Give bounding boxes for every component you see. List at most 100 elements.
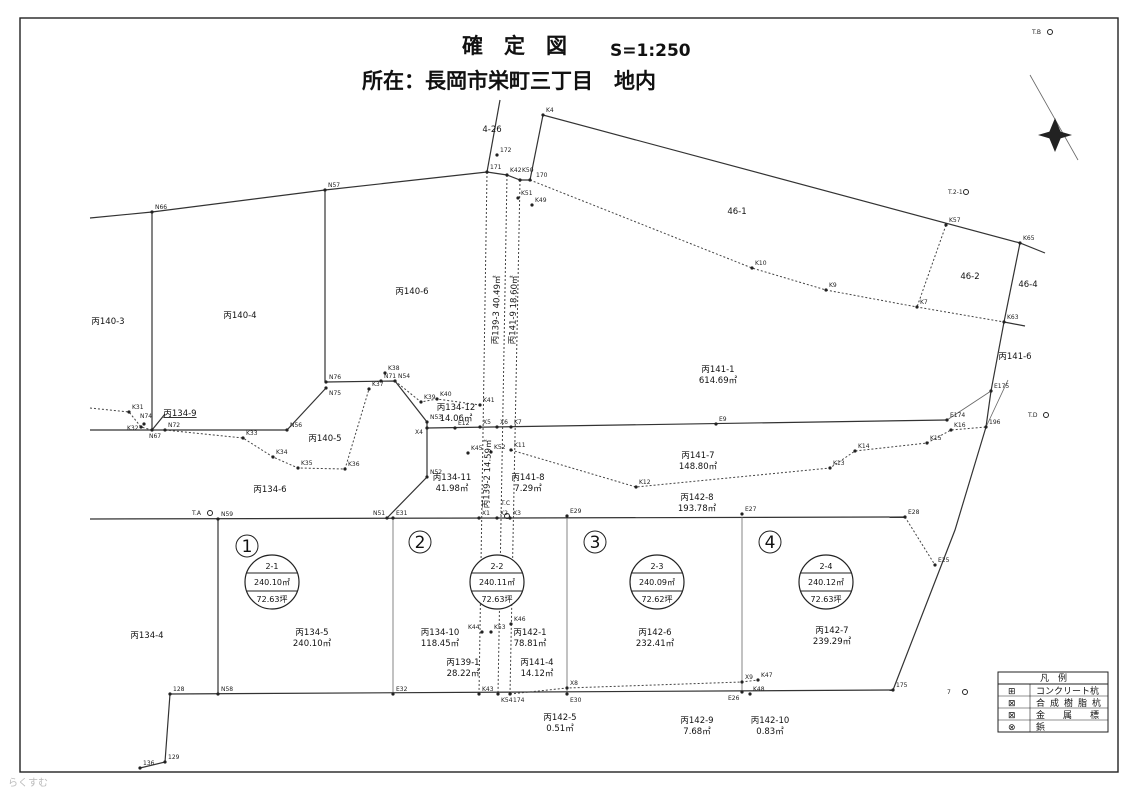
- survey-point: K63: [1002, 314, 1019, 324]
- survey-point-marker: [565, 686, 569, 690]
- watermark-logo: らくすむ: [8, 777, 48, 789]
- parcel-number: 丙142-1: [513, 628, 546, 638]
- survey-point-marker: [634, 485, 638, 489]
- parcel-label: 丙142-97.68㎡: [680, 716, 713, 737]
- survey-point-label: 172: [500, 147, 512, 154]
- parcel-number: 丙141-8: [511, 473, 544, 483]
- survey-point-marker: [241, 436, 245, 440]
- parcel-number: 丙142-7: [815, 626, 848, 636]
- survey-point-marker: [505, 173, 509, 177]
- survey-point: K34: [271, 449, 288, 459]
- control-point-label: T.B: [1031, 29, 1041, 36]
- survey-point: K41: [478, 397, 495, 407]
- parcel-area: 148.80㎡: [679, 462, 718, 472]
- lot-id: 2-4: [819, 562, 832, 571]
- map-frame: [19, 17, 1119, 773]
- lot-id: 2-1: [265, 562, 278, 571]
- parcel-label: 46-2: [960, 272, 979, 282]
- parcel-label: 4-26: [482, 125, 501, 135]
- survey-point: E27: [740, 506, 757, 516]
- survey-point-label: K15: [930, 435, 942, 442]
- survey-point: K39: [419, 394, 436, 404]
- survey-point-label: K9: [829, 282, 837, 289]
- parcel-number: 丙134-11: [433, 473, 472, 483]
- control-point-marker: T.B: [1031, 29, 1053, 36]
- control-point-marker: 7: [947, 689, 968, 696]
- control-point-label: T.C: [500, 500, 510, 507]
- survey-point: K45: [466, 445, 483, 455]
- survey-point-marker: [419, 400, 423, 404]
- survey-point-marker: [425, 420, 429, 424]
- survey-point-marker: [748, 692, 752, 696]
- parcel-number: 丙141-4: [520, 658, 553, 668]
- legend-symbol-rivet: ⊗: [1008, 723, 1016, 733]
- survey-point-marker: [824, 288, 828, 292]
- survey-point-label: K16: [954, 422, 966, 429]
- survey-point-label: K35: [301, 460, 313, 467]
- survey-point: E26: [728, 690, 744, 702]
- map-title: 確 定 図: [462, 34, 567, 58]
- survey-point-marker: [740, 512, 744, 516]
- survey-point-label: N75: [329, 390, 341, 397]
- lot-number: 1: [242, 537, 253, 557]
- survey-point: 174: [508, 692, 525, 704]
- legend-symbol-concrete: ⊞: [1008, 687, 1016, 697]
- survey-point: K43: [477, 686, 494, 696]
- survey-point-marker: [509, 622, 513, 626]
- lot-area-badge: [629, 554, 685, 610]
- parcel-label: 丙141-6: [998, 352, 1031, 362]
- survey-point-label: E25: [938, 557, 950, 564]
- survey-point: K52: [489, 444, 506, 454]
- survey-point-marker: [139, 425, 143, 429]
- survey-point: K16: [949, 422, 966, 432]
- survey-point-marker: [516, 196, 520, 200]
- survey-point: K51: [516, 190, 533, 200]
- legend-label-concrete: コンクリート杭: [1036, 685, 1099, 697]
- survey-point-marker: [541, 113, 545, 117]
- survey-point-marker: [714, 422, 718, 426]
- control-point-icon: [962, 689, 968, 695]
- parcel-number: 丙142-9: [680, 716, 713, 726]
- survey-point-label: K37: [372, 381, 384, 388]
- survey-point-label: K46: [514, 616, 526, 623]
- survey-point-label: E30: [570, 697, 582, 704]
- survey-point: K50: [518, 167, 534, 182]
- survey-point-label: K11: [514, 442, 526, 449]
- survey-point-label: X9: [745, 674, 753, 681]
- survey-point-label: N71: [384, 373, 396, 380]
- survey-point: K35: [296, 460, 313, 470]
- control-point-label: T.A: [191, 510, 202, 517]
- parcel-area: 118.45㎡: [421, 639, 460, 649]
- parcel-area: 239.29㎡: [813, 637, 852, 647]
- parcel-label: 丙140-5: [308, 434, 341, 444]
- legend-symbol-resin: ⊠: [1008, 699, 1016, 709]
- survey-point-marker: [489, 630, 493, 634]
- survey-point: N59: [216, 511, 233, 521]
- parcel-label: 丙134-9: [163, 409, 196, 419]
- survey-point: N76: [324, 374, 341, 384]
- survey-point-marker: [323, 188, 327, 192]
- survey-point: K53: [489, 624, 506, 634]
- parcel-number: 丙134-10: [421, 628, 460, 638]
- parcel-number: 46-4: [1018, 280, 1037, 290]
- survey-point-label: E32: [396, 686, 408, 693]
- survey-point: N57: [323, 182, 340, 192]
- survey-point: X4: [415, 426, 429, 436]
- parcel-label: 丙134-6: [253, 485, 286, 495]
- survey-point-marker: [478, 425, 482, 429]
- survey-point-marker: [425, 426, 429, 430]
- survey-point-label: E28: [908, 509, 920, 516]
- control-point-marker: T.A: [191, 510, 213, 517]
- parcel-number: 丙142-5: [543, 713, 576, 723]
- survey-point: K11: [509, 442, 526, 452]
- survey-point: N66: [150, 204, 167, 214]
- survey-point-label: K49: [535, 197, 547, 204]
- survey-point-label: N56: [290, 422, 302, 429]
- survey-point-marker: [285, 428, 289, 432]
- lot-area-badge: [469, 554, 525, 610]
- north-arrow: [1029, 74, 1079, 161]
